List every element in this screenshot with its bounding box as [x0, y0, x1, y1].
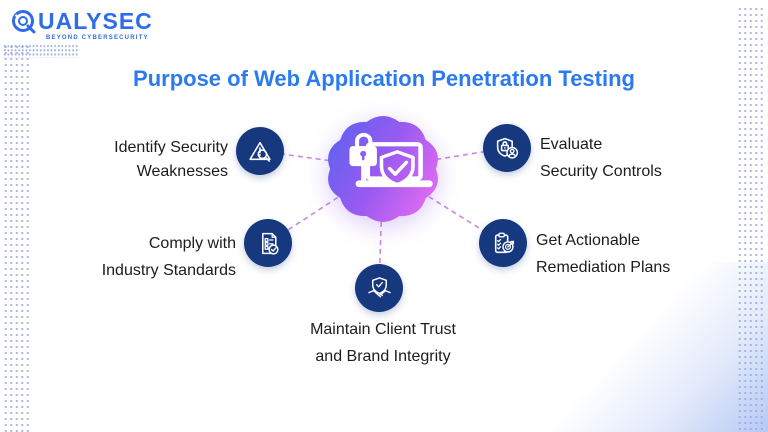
page-title: Purpose of Web Application Penetration T… — [133, 66, 635, 91]
shield-handshake-icon — [366, 275, 393, 302]
label-line: Evaluate — [540, 136, 603, 153]
label-identify-security-weaknesses: Identify Security Weaknesses — [36, 136, 228, 184]
node-identify-security-weaknesses — [236, 127, 284, 175]
dot-pattern-top-left — [3, 44, 79, 58]
logo-tagline: BEYOND CYBERSECURITY — [46, 35, 149, 41]
node-maintain-client-trust — [355, 264, 403, 312]
label-line: Get Actionable — [536, 232, 641, 249]
logo-wordmark: UALYSEC — [38, 8, 153, 34]
warning-magnifier-icon — [247, 138, 274, 165]
center-hub — [320, 110, 446, 228]
node-get-actionable-remediation-plans — [479, 219, 527, 267]
node-evaluate-security-controls — [483, 124, 531, 172]
label-maintain-client-trust: Maintain Client Trust and Brand Integrit… — [243, 316, 523, 370]
label-line: and Brand Integrity — [315, 348, 451, 365]
node-comply-industry-standards — [244, 219, 292, 267]
clipboard-target-icon — [490, 230, 517, 257]
label-line: Maintain Client Trust — [310, 321, 456, 338]
label-line: Security Controls — [540, 163, 662, 180]
secure-laptop-lock-shield-icon — [349, 132, 433, 188]
logo-q-icon — [10, 8, 36, 34]
label-line: Industry Standards — [101, 262, 236, 279]
checklist-document-icon — [255, 230, 282, 257]
label-evaluate-security-controls: Evaluate Security Controls — [540, 131, 662, 185]
qualysec-logo: UALYSEC BEYOND CYBERSECURITY — [10, 8, 190, 41]
label-line: Remediation Plans — [536, 259, 671, 276]
label-line: Comply with — [148, 235, 236, 252]
label-line: Weaknesses — [136, 163, 228, 180]
label-get-actionable-remediation-plans: Get Actionable Remediation Plans — [536, 227, 670, 281]
label-comply-industry-standards: Comply with Industry Standards — [30, 230, 236, 284]
shield-lock-user-icon — [494, 135, 521, 162]
corner-gradient — [518, 262, 768, 432]
label-line: Identify Security — [114, 139, 228, 156]
dot-pattern-left — [3, 44, 31, 432]
